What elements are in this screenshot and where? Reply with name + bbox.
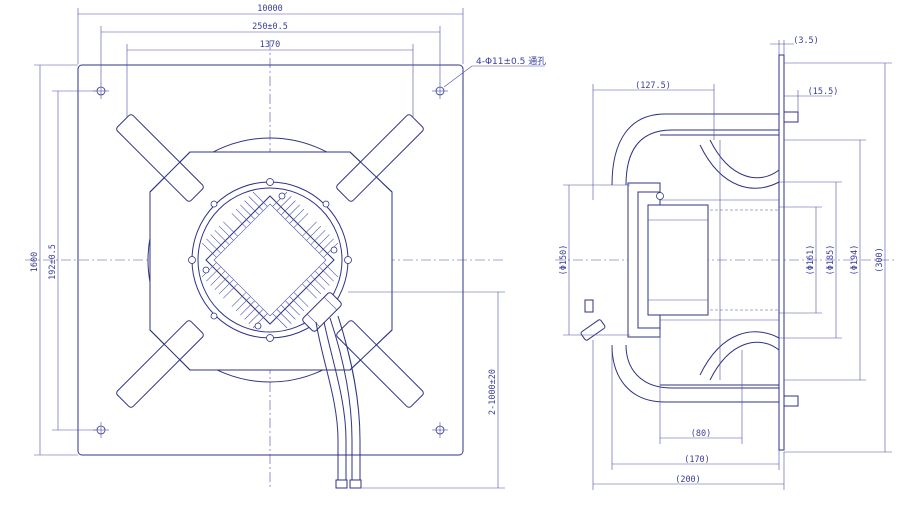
dim-top-inner: 1370 [260,40,280,50]
side-struts [611,113,779,403]
stator-rib [240,204,255,220]
stator-rib [248,309,264,324]
stator-rib [252,191,268,207]
stator-rib [201,242,217,258]
front-left-dimensions: 1600 192±0.5 [30,64,96,456]
motor-stator [188,178,352,342]
stator-rib [223,283,238,299]
stator-rib [218,225,234,241]
stator-rib [306,279,322,295]
stator-rib [223,221,238,237]
stator-rib [248,196,264,211]
stator-rib [272,313,288,329]
dim-plate-thickness: (3.5) [793,36,819,46]
stator-rib [293,213,309,228]
stator-rib [323,262,339,278]
dim-cable-length: 2-1000±20 [488,369,498,415]
impeller [660,134,780,386]
stator-rib [281,305,296,320]
mounting-holes [93,83,448,438]
dim-flange: (15.5) [808,87,839,97]
dim-mid-diameter: (Φ185) [826,245,836,276]
dim-plate-height: (300) [875,247,885,273]
dim-bottom-170: (170) [684,455,710,465]
stator-rib [306,225,322,241]
stator-rib [210,234,225,249]
stator-rib [206,238,221,254]
dim-hub-diameter: (Φ161) [806,245,816,276]
cables [315,315,362,489]
stator-rib [310,275,326,290]
stator-rib [315,271,330,286]
stator-rib [289,208,305,224]
stator-rib [276,196,292,211]
dim-left-diameter: (Φ150) [559,245,569,276]
stator-rib [302,283,317,299]
stator-rib [319,266,334,282]
stator-rib [302,221,317,237]
hole-note: 4-Φ11±0.5 通孔 [476,56,546,67]
dim-outer-diameter: (Φ194) [850,245,860,276]
side-dimensions: (3.5) (15.5) (127.5) (Φ150) (Φ161) [559,36,892,490]
hole-callout: 4-Φ11±0.5 通孔 [443,56,546,88]
stator-rib [214,230,230,245]
side-view: (3.5) (15.5) (127.5) (Φ150) (Φ161) [555,36,895,490]
stator-rib [210,271,225,286]
side-motor [580,182,709,341]
stator-rib [235,296,251,312]
stator-rib [235,208,251,224]
stator-rib [310,230,326,245]
stator-rib [285,300,300,316]
stator-rib [281,200,296,215]
stator-rib [218,279,234,295]
stator-rib [206,266,221,282]
stator-rib [276,309,292,324]
stator-rib [240,300,255,316]
support-struts [116,114,424,408]
dim-depth-upper: (127.5) [635,81,671,91]
dim-left-overall: 1600 [30,252,40,272]
stator-rib [319,238,334,254]
cable-length-dimension: 2-1000±20 [348,291,505,489]
cable-gland [302,292,342,332]
dim-top-holes: 250±0.5 [252,22,288,32]
stator-rib [289,296,305,312]
dim-bottom-200: (200) [675,475,701,485]
stator-rib [315,234,330,249]
side-mounting-plate [778,54,785,451]
stator-rib [231,213,247,228]
stator-rib [244,200,259,215]
stator-rib [293,292,309,307]
dim-top-overall: 10000 [257,4,283,14]
front-top-dimensions: 10000 250±0.5 1370 [77,4,464,118]
dim-left-holes: 192±0.5 [48,244,58,280]
front-view: 10000 250±0.5 1370 1600 192±0.5 4-Φ11 [25,4,546,490]
stator-rib [285,204,300,220]
dim-bottom-80: (80) [691,429,711,439]
stator-rib [231,292,247,307]
stator-rib [244,305,259,320]
mounting-plate [77,64,464,456]
stator-rib [214,275,230,290]
